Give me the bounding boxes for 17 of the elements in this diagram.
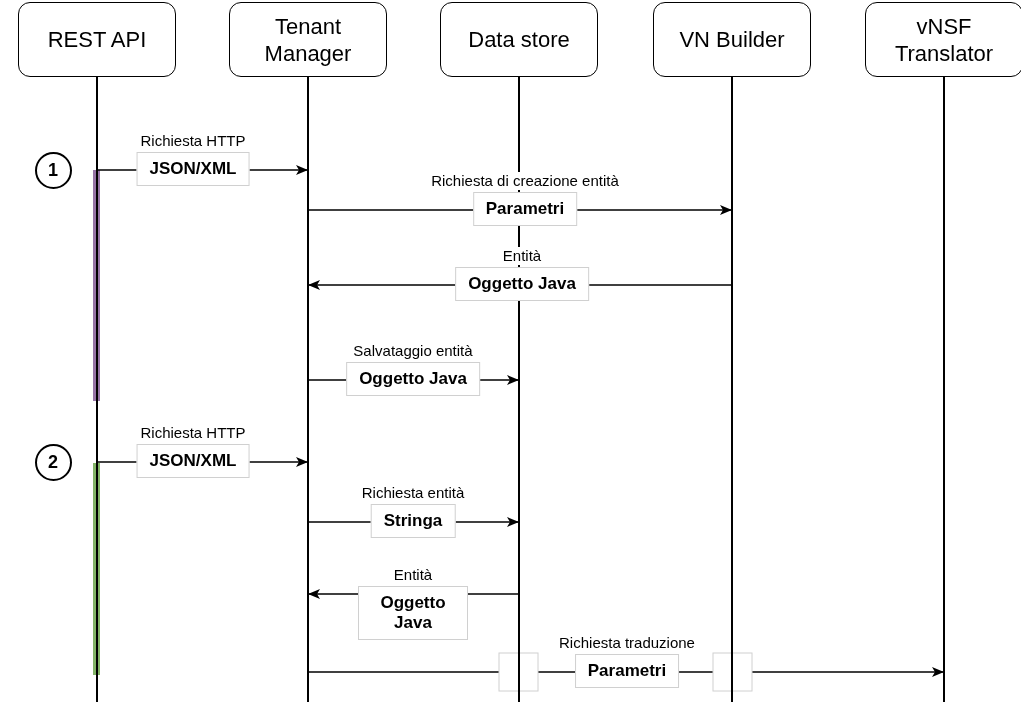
participant-box: Data store [440,2,598,77]
participant-box: Tenant Manager [229,2,387,77]
lifeline [943,77,945,702]
edge-label: Richiesta entità Stringa [361,484,465,538]
edge-label: Richiesta HTTP JSON/XML [136,132,250,186]
edge-label: Richiesta HTTP JSON/XML [136,424,250,478]
edge-label: Richiesta di creazione entità Parametri [431,172,619,226]
edge-label: Salvataggio entità Oggetto Java [346,342,480,396]
edge-label: Entità Oggetto Java [358,566,468,640]
edge-label: Richiesta traduzione Parametri [559,634,695,688]
participant-box: REST API [18,2,176,77]
participant-box: vNSF Translator [865,2,1021,77]
participant-box: VN Builder [653,2,811,77]
edge-label: Entità Oggetto Java [455,247,589,301]
lifeline [96,77,98,702]
lifeline [307,77,309,702]
lifeline [731,77,733,702]
